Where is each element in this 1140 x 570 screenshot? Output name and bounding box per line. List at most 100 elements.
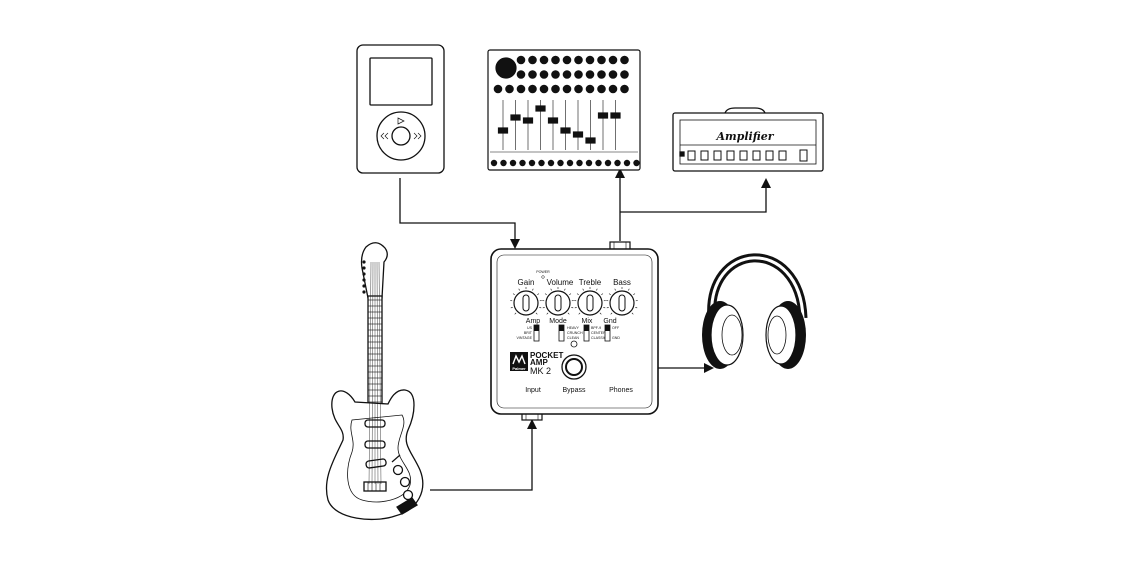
knob-tick (537, 293, 540, 296)
output-to-amplifier-connector (620, 178, 771, 213)
amp-switch-label: Amp (526, 318, 541, 325)
mixer-knob (585, 84, 595, 94)
knob-tick (628, 288, 630, 291)
mp3-player (356, 44, 445, 174)
mixer-jack (566, 159, 574, 167)
amp-option-us: US (527, 326, 533, 330)
mixer-knob (597, 70, 606, 79)
knob-tick (546, 312, 549, 315)
amp-option-vintage: VINTAGE (516, 336, 532, 340)
bridge-pickup (365, 458, 387, 469)
mixer-knob (574, 55, 583, 65)
knob-tick (550, 288, 552, 291)
mixer-knob (608, 84, 618, 94)
mixer-jack (528, 159, 536, 167)
tuner-peg (362, 290, 366, 294)
mixer-knob (539, 84, 549, 94)
brand-pocket: POCKET (530, 351, 563, 360)
amp-option-brit: BRIT (524, 331, 533, 335)
knob-tick (510, 307, 513, 309)
amp-control-knob (739, 150, 748, 161)
guitar-headstock (360, 242, 388, 299)
knob-tick (512, 293, 515, 296)
mixer-knob (516, 84, 526, 94)
mixer-knob (574, 70, 583, 79)
brand-amp: AMP (530, 358, 548, 367)
knob-tick (567, 312, 570, 315)
guitar-to-input-connector (430, 419, 537, 491)
mixer-knob (608, 55, 618, 65)
mixer-knob (597, 84, 606, 94)
tuner-peg (362, 284, 366, 288)
mode-switch: HEAVY CRUNCH CLEAN (558, 324, 583, 342)
bass-knob (609, 290, 635, 316)
mixer-knob (620, 70, 629, 79)
logo-text: Palmer (512, 366, 526, 371)
mixer-jack (538, 159, 545, 167)
mixer-knob (528, 70, 537, 79)
input-jack-label: Input (525, 387, 541, 394)
mixer-knob (528, 55, 537, 65)
bypass-footswitch (561, 354, 587, 380)
bypass-label: Bypass (563, 387, 586, 394)
mixer-jack (595, 159, 602, 167)
knob-tick (603, 307, 606, 309)
knob-tick (571, 307, 574, 309)
gain-label: Gain (518, 278, 535, 287)
mixer-knob (620, 55, 629, 65)
mixer-jack (557, 159, 564, 167)
mixer-knob (597, 55, 606, 65)
model-label: MK 2 (530, 366, 551, 376)
knob-tick (574, 307, 577, 309)
mixer-knob (585, 70, 595, 79)
knob-tick (564, 288, 566, 291)
fader-cap (585, 137, 596, 144)
guitar-body (325, 389, 424, 521)
mixer-knob (608, 70, 618, 79)
mixer-jack (604, 159, 612, 167)
knob-tick (582, 288, 584, 291)
mixer-knob (562, 55, 572, 65)
knob-tick (599, 312, 602, 315)
mixer-jack (509, 159, 517, 167)
mixer-jack (614, 159, 621, 167)
mix-switch: BPF-9 CENTER CLASSIC (583, 324, 607, 342)
tuner-peg (362, 266, 366, 270)
volume-label: Volume (547, 278, 574, 287)
knob-tick (614, 288, 616, 291)
status-led (570, 340, 578, 348)
fader-cap (547, 117, 559, 124)
amp-power-switch (799, 149, 808, 162)
gnd-switch-label: Gnd (603, 318, 616, 325)
guitar-output-jack (396, 497, 418, 515)
knob-tick (518, 288, 520, 291)
fader-cap (510, 114, 521, 121)
fader-cap (522, 117, 534, 124)
fader-cap (497, 127, 509, 134)
electric-guitar (325, 242, 424, 521)
gnd-option-gnd: GND (612, 336, 620, 340)
knob-tick (542, 307, 545, 309)
mixer-jack (519, 159, 526, 167)
connectors (399, 168, 771, 491)
fader-cap (572, 131, 584, 138)
amp-control-knob (687, 150, 696, 161)
mixing-desk (487, 49, 641, 171)
amp-control-knob (752, 150, 761, 161)
knob-tick (535, 312, 538, 315)
bass-label: Bass (613, 278, 631, 287)
mixer-knob (551, 55, 560, 65)
fader-cap (560, 127, 571, 134)
mp3-to-input-connector (399, 178, 520, 249)
pocket-amp: POWER Gain Volume Treble Bass Amp Mode M… (490, 241, 659, 421)
mixer-jack (490, 159, 498, 167)
mode-option-heavy: HEAVY (567, 326, 580, 330)
mixer-main-knob (495, 57, 517, 79)
amp-control-knob (700, 150, 709, 161)
gnd-option-off: OFF (612, 326, 620, 330)
fader-cap (597, 112, 609, 119)
pickguard (347, 414, 412, 503)
mixer-knob (493, 84, 503, 94)
knob-tick (532, 288, 534, 291)
volume-knob (545, 290, 571, 316)
